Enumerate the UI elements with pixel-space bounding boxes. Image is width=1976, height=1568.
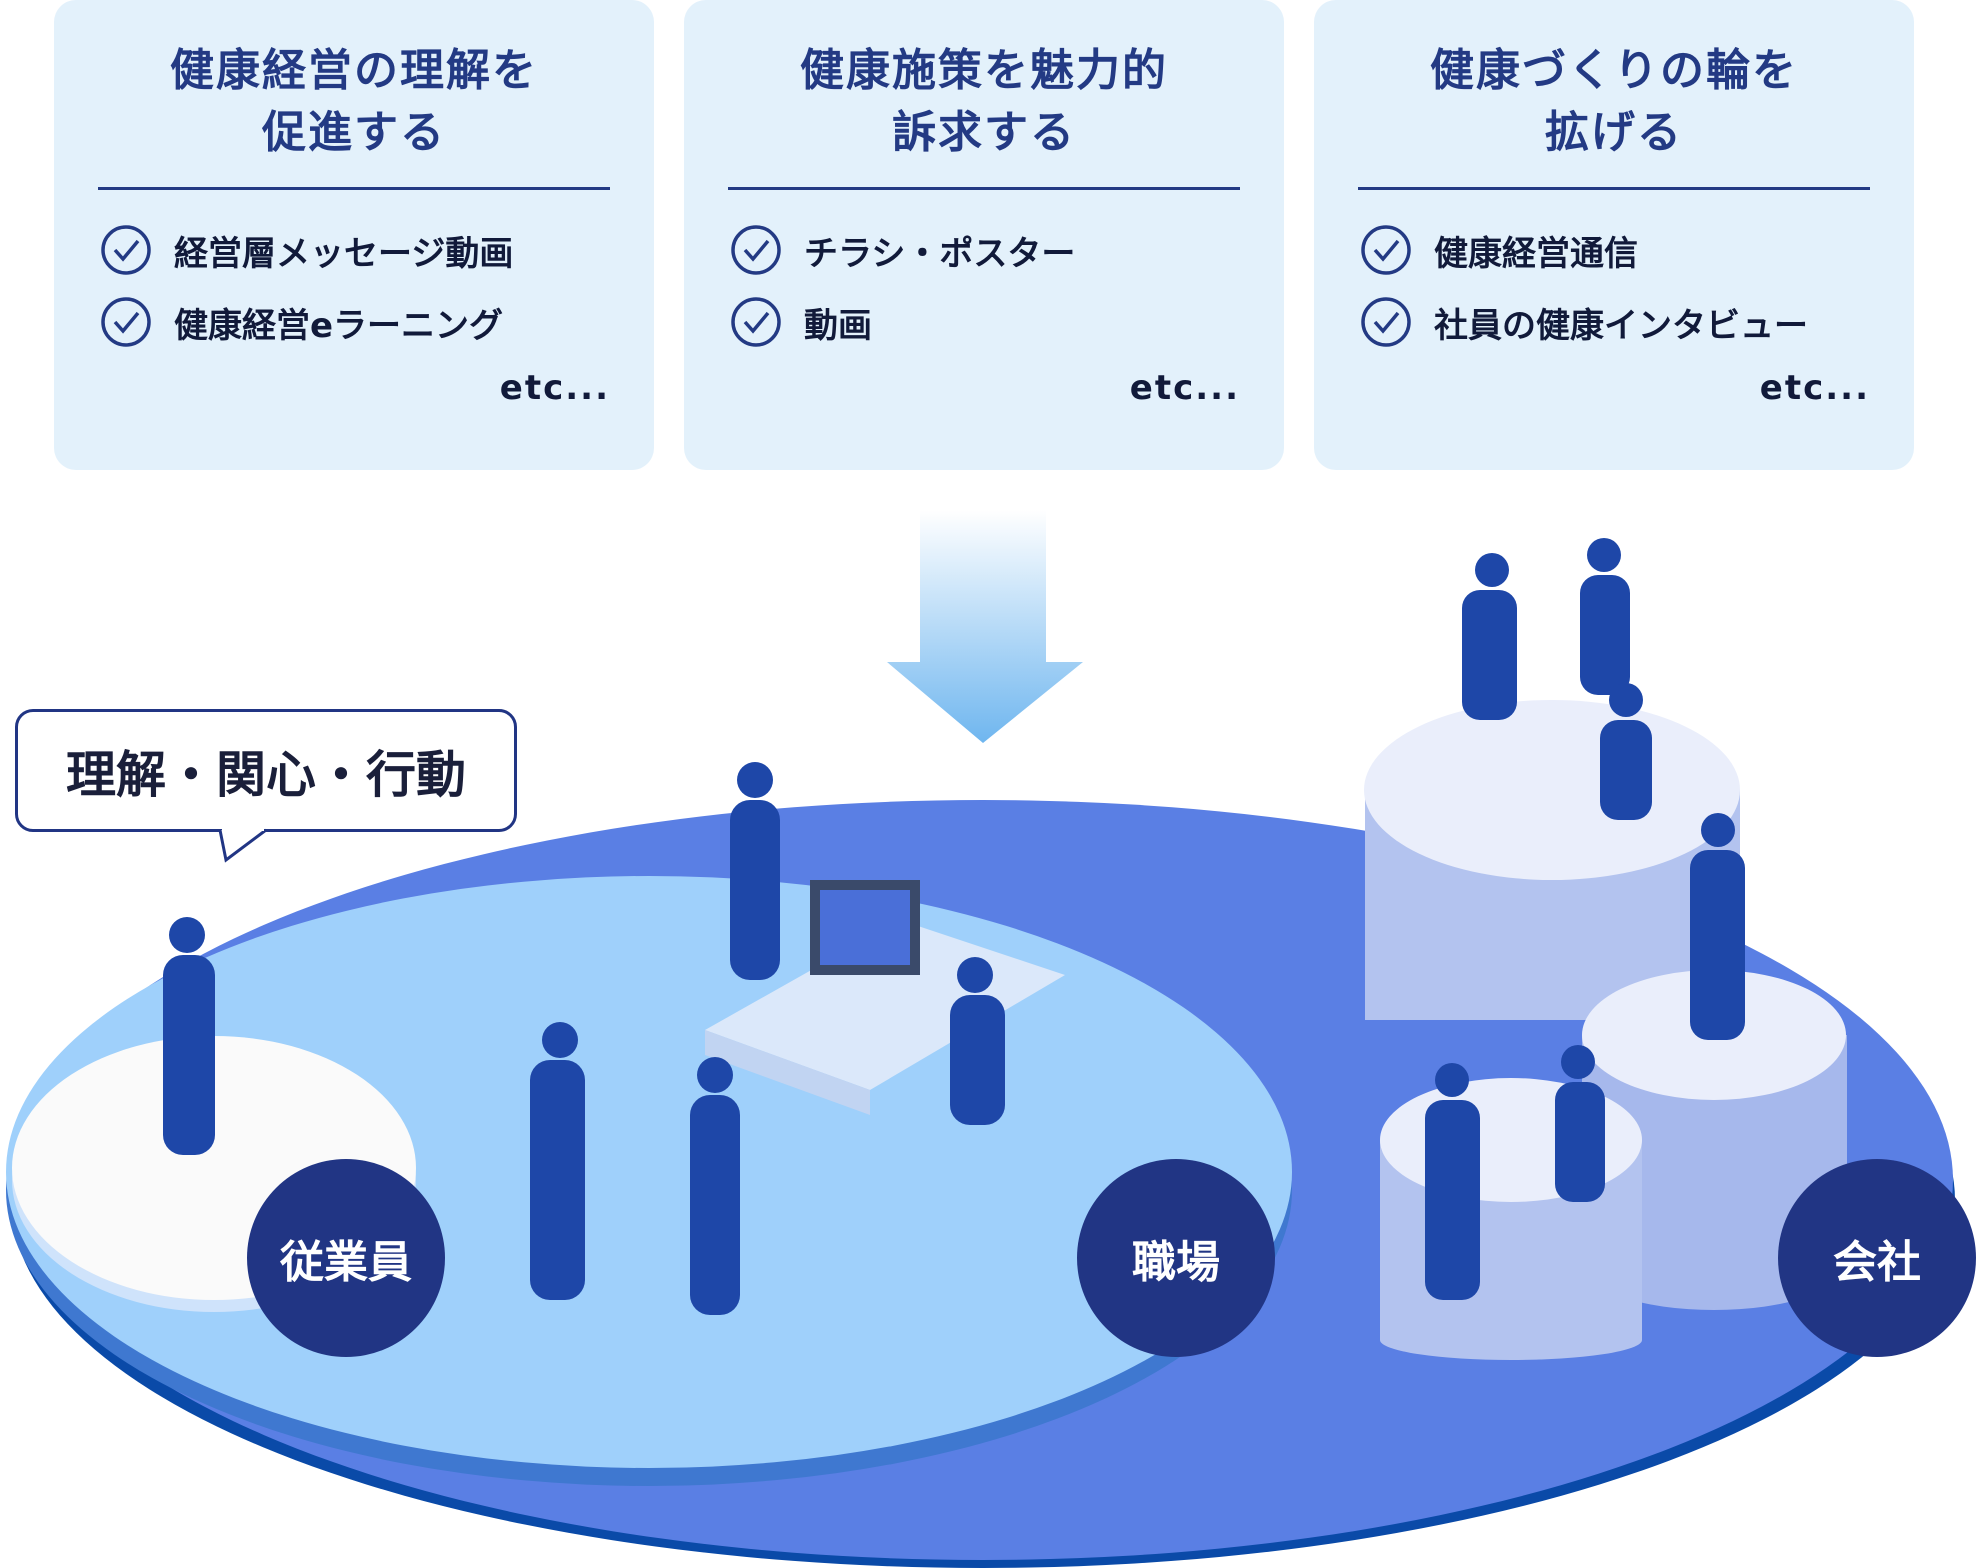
list-item: 動画: [730, 296, 872, 348]
divider: [98, 187, 610, 190]
divider: [1358, 187, 1870, 190]
check-circle-icon: [731, 225, 781, 275]
check-circle-icon: [101, 297, 151, 347]
etc-label: etc...: [1759, 368, 1870, 408]
card-title: 健康経営の理解を促進する: [170, 45, 538, 158]
bubble-tail: [218, 828, 267, 863]
check-circle-icon: [101, 225, 151, 275]
list-item: 健康経営eラーニング: [100, 296, 503, 348]
divider: [728, 187, 1240, 190]
speech-bubble: 理解・関心・行動: [15, 709, 517, 832]
level-employee: 従業員: [247, 1159, 445, 1357]
card-spread: 健康づくりの輪を拡げる 健康経営通信 社員の健康インタビュー etc...: [1314, 0, 1914, 470]
bubble-text: 理解・関心・行動: [66, 745, 466, 804]
etc-label: etc...: [1129, 368, 1240, 408]
list-item: 社員の健康インタビュー: [1360, 296, 1808, 348]
check-circle-icon: [1361, 297, 1411, 347]
check-circle-icon: [731, 297, 781, 347]
card-appeal: 健康施策を魅力的訴求する チラシ・ポスター 動画 etc...: [684, 0, 1284, 470]
card-understanding: 健康経営の理解を促進する 経営層メッセージ動画 健康経営eラーニング etc..…: [54, 0, 654, 470]
level-company: 会社: [1778, 1159, 1976, 1357]
down-arrow-icon: [887, 510, 1083, 743]
level-workplace: 職場: [1077, 1159, 1275, 1357]
list-item: 経営層メッセージ動画: [100, 224, 513, 276]
list-item: 健康経営通信: [1360, 224, 1638, 276]
list-item: チラシ・ポスター: [730, 224, 1075, 276]
check-circle-icon: [1361, 225, 1411, 275]
card-title: 健康づくりの輪を拡げる: [1430, 45, 1798, 158]
card-title: 健康施策を魅力的訴求する: [800, 45, 1168, 158]
etc-label: etc...: [499, 368, 610, 408]
